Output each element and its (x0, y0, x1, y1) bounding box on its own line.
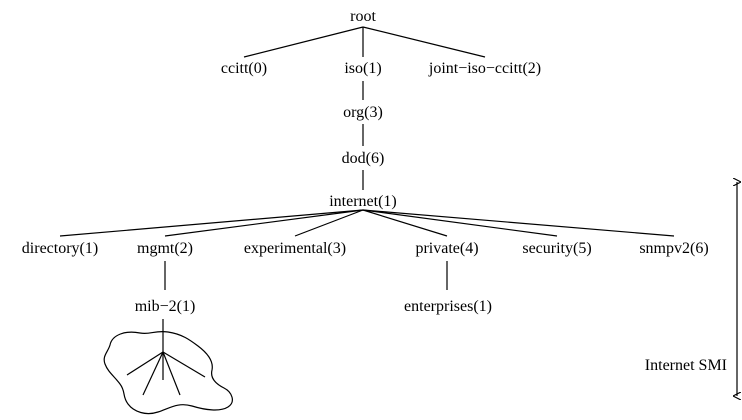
node-root: root (350, 8, 376, 25)
tree-nodes: root ccitt(0) iso(1) joint−iso−ccitt(2) … (22, 8, 727, 374)
node-mib2: mib−2(1) (135, 298, 196, 315)
blob-branch-4 (162, 351, 181, 396)
node-private: private(4) (415, 240, 478, 257)
node-iso: iso(1) (344, 60, 381, 77)
node-ccitt: ccitt(0) (221, 60, 267, 77)
edge-internet-directory (59, 209, 364, 237)
node-dod: dod(6) (342, 150, 385, 167)
node-internet: internet(1) (329, 193, 397, 210)
blob-outline (103, 330, 233, 415)
edge-internet-experimental (294, 209, 364, 237)
tree-edges (59, 26, 675, 352)
edge-internet-private (362, 209, 448, 237)
internet-smi-label: Internet SMI (645, 357, 727, 374)
edge-internet-snmpv2 (362, 209, 675, 237)
edge-root-ccitt (243, 26, 364, 58)
node-org: org(3) (343, 104, 383, 121)
blob-branch-5 (162, 351, 206, 378)
node-directory: directory(1) (22, 240, 98, 257)
node-joint-iso-ccitt: joint−iso−ccitt(2) (428, 60, 541, 77)
edge-internet-security (362, 209, 558, 237)
node-enterprises: enterprises(1) (404, 298, 492, 315)
mib2-subtree-blob (103, 330, 233, 415)
node-mgmt: mgmt(2) (137, 240, 193, 257)
edge-internet-mgmt (164, 209, 364, 237)
blob-branch-1 (126, 351, 164, 376)
blob-branch-2 (142, 351, 164, 396)
edge-root-joint (362, 26, 486, 58)
node-security: security(5) (522, 240, 591, 257)
node-snmpv2: snmpv2(6) (639, 240, 708, 257)
node-experimental: experimental(3) (244, 240, 346, 257)
